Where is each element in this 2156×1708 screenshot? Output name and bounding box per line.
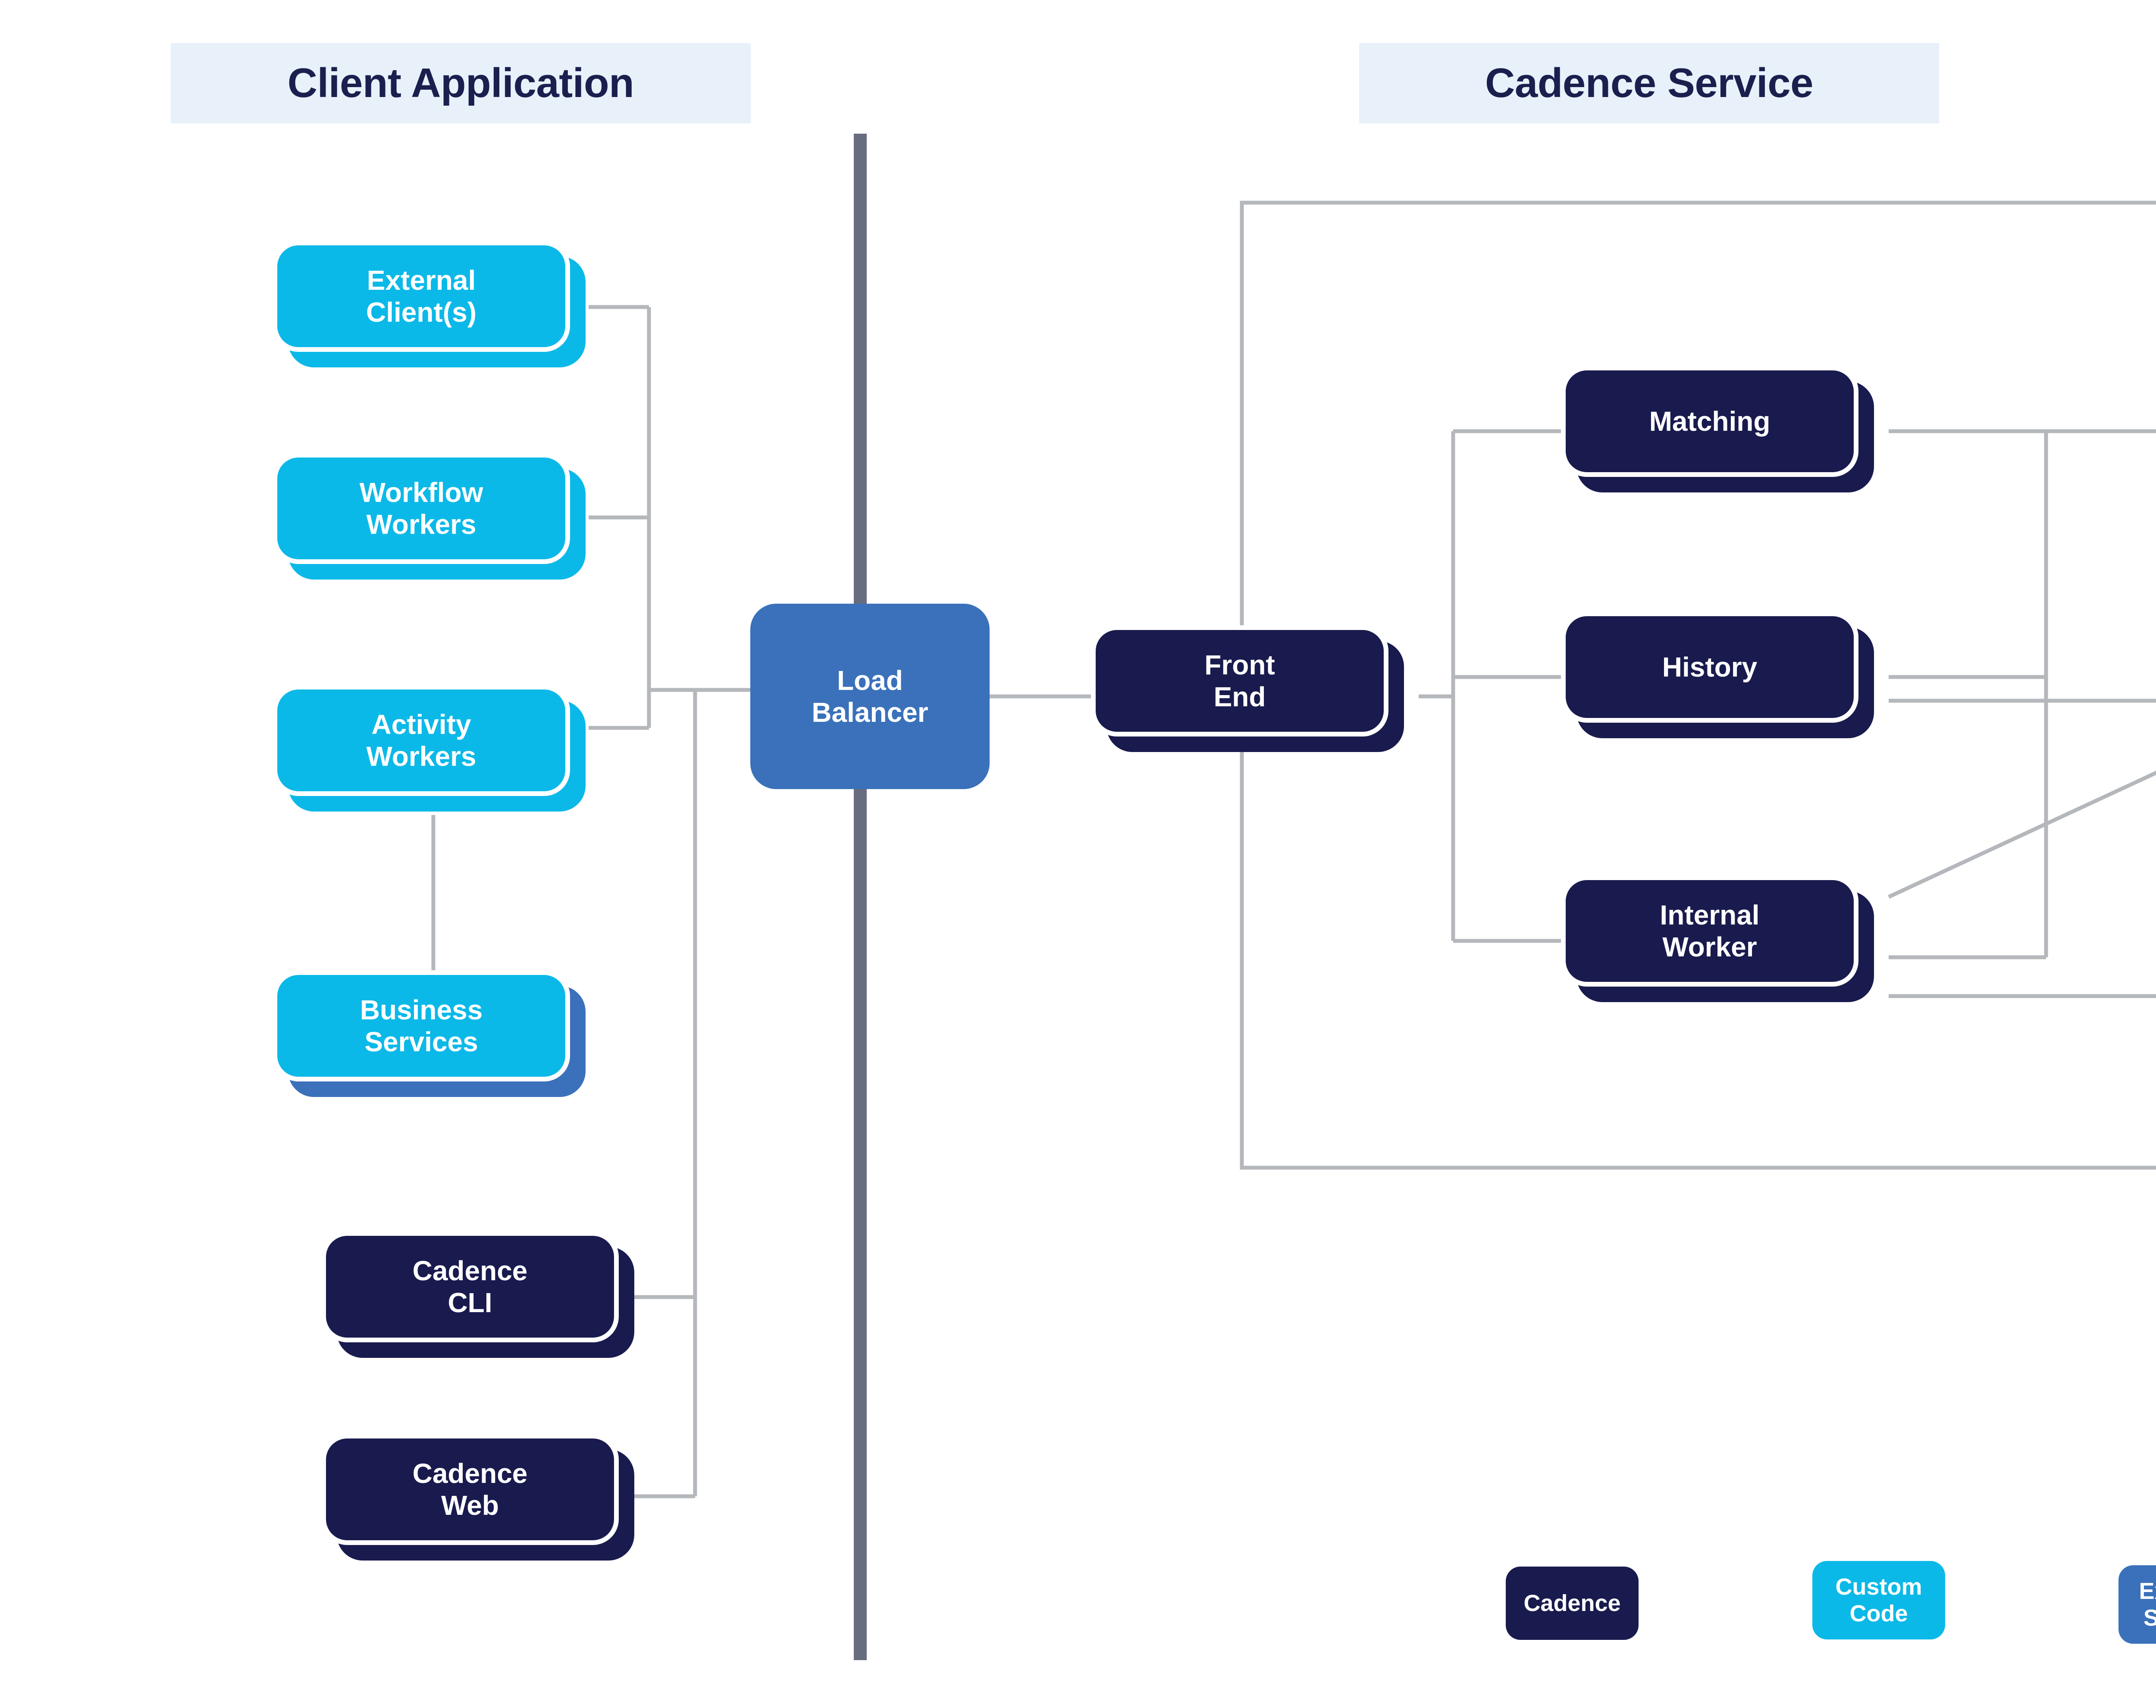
node-workflow-workers[interactable]: Workflow Workers bbox=[273, 453, 586, 580]
activity-workers-label-line1: Activity bbox=[371, 708, 471, 740]
node-history[interactable]: History bbox=[1561, 611, 1874, 738]
activity-workers-label-line2: Workers bbox=[366, 741, 476, 772]
load-balancer-label-line1: Load bbox=[837, 664, 903, 696]
internal-worker-card: Internal Worker bbox=[1561, 875, 1858, 987]
front-end-card: Front End bbox=[1091, 625, 1388, 736]
cadence-cli-card: Cadence CLI bbox=[321, 1231, 619, 1342]
internal-worker-label-line1: Internal bbox=[1660, 899, 1760, 931]
legend-external-service-label-line1: External bbox=[2139, 1578, 2156, 1604]
matching-label: Matching bbox=[1649, 405, 1771, 437]
workflow-workers-label-line1: Workflow bbox=[359, 476, 483, 508]
business-services-label-line1: Business bbox=[360, 994, 483, 1025]
workflow-workers-label-line2: Workers bbox=[366, 509, 476, 540]
cadence-web-label-line1: Cadence bbox=[412, 1457, 528, 1489]
workflow-workers-card: Workflow Workers bbox=[273, 453, 570, 564]
legend-cadence-label: Cadence bbox=[1523, 1590, 1621, 1616]
legend-cadence: Cadence bbox=[1506, 1567, 1639, 1640]
history-label: History bbox=[1662, 651, 1758, 683]
business-services-card: Business Services bbox=[273, 970, 570, 1081]
business-services-label-line2: Services bbox=[364, 1026, 478, 1057]
legend-custom-code-label-line2: Code bbox=[1849, 1601, 1908, 1627]
cadence-cli-label-line1: Cadence bbox=[412, 1255, 528, 1286]
node-cadence-web[interactable]: Cadence Web bbox=[321, 1434, 634, 1561]
client-service-divider bbox=[854, 134, 867, 1660]
legend-custom-code-label-line1: Custom bbox=[1835, 1573, 1922, 1600]
node-business-services[interactable]: Business Services bbox=[273, 970, 586, 1097]
node-internal-worker[interactable]: Internal Worker bbox=[1561, 875, 1874, 1002]
legend-external-service-label-line2: Service bbox=[2143, 1605, 2156, 1631]
cadence-web-label-line2: Web bbox=[441, 1490, 499, 1521]
cadence-service-header: Cadence Service bbox=[1359, 43, 1939, 123]
front-end-label-line2: End bbox=[1213, 681, 1266, 712]
history-card: History bbox=[1561, 611, 1858, 723]
node-cadence-cli[interactable]: Cadence CLI bbox=[321, 1231, 634, 1358]
node-matching[interactable]: Matching bbox=[1561, 366, 1874, 492]
matching-card: Matching bbox=[1561, 366, 1858, 477]
cadence-service-header-label: Cadence Service bbox=[1485, 60, 1813, 106]
internal-worker-label-line2: Worker bbox=[1662, 931, 1757, 962]
load-balancer-label-line2: Balancer bbox=[812, 697, 928, 728]
external-clients-card: External Client(s) bbox=[273, 241, 570, 352]
activity-workers-card: Activity Workers bbox=[273, 685, 570, 796]
front-end-label-line1: Front bbox=[1204, 649, 1275, 680]
external-clients-label-line2: Client(s) bbox=[366, 297, 476, 328]
wire-internal-worker-to-kafka bbox=[1888, 771, 2156, 899]
node-external-clients[interactable]: External Client(s) bbox=[273, 241, 586, 367]
external-clients-label-line1: External bbox=[367, 264, 476, 296]
load-balancer-card: Load Balancer bbox=[750, 604, 990, 789]
node-front-end[interactable]: Front End bbox=[1091, 625, 1404, 752]
node-load-balancer[interactable]: Load Balancer bbox=[750, 604, 990, 789]
client-application-header: Client Application bbox=[171, 43, 751, 123]
legend-custom-code: Custom Code bbox=[1812, 1561, 1945, 1639]
legend-external-service: External Service bbox=[2118, 1565, 2156, 1644]
client-application-header-label: Client Application bbox=[287, 60, 634, 106]
cadence-cli-label-line2: CLI bbox=[448, 1287, 492, 1318]
node-activity-workers[interactable]: Activity Workers bbox=[273, 685, 586, 812]
cadence-web-card: Cadence Web bbox=[321, 1434, 619, 1545]
